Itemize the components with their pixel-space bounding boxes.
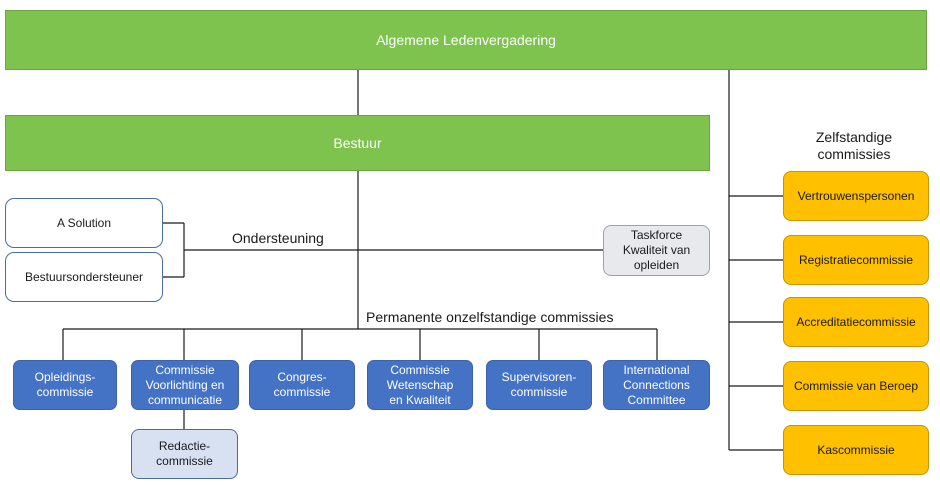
permanent-commission-opleidingscommissie: Opleidings-commissie — [13, 360, 117, 410]
permanent-commission-label: Supervisoren-commissie — [501, 370, 577, 399]
support-box-a-solution: A Solution — [5, 198, 163, 248]
support-group-label: Ondersteuning — [232, 230, 324, 246]
independent-commission-kascommissie: Kascommissie — [783, 425, 929, 475]
permanent-commission-label: Congres-commissie — [273, 370, 331, 399]
support-label-a-solution: A Solution — [56, 215, 112, 230]
independent-commission-registratiecommissie: Registratiecommissie — [783, 235, 929, 285]
permanent-commission-label: Opleidings-commissie — [34, 370, 96, 399]
permanent-commission-supervisorencommissie: Supervisoren-commissie — [486, 360, 592, 410]
permanent-commission-label: Commissie Voorlichting en communicatie — [145, 362, 225, 407]
permanent-commission-congrescommissie: Congres-commissie — [249, 360, 355, 410]
independent-commission-accreditatiecommissie: Accreditatiecommissie — [783, 297, 929, 347]
board-label: Bestuur — [333, 134, 382, 151]
independent-commission-label: Accreditatiecommissie — [796, 314, 916, 329]
sub-commission-label: Redactie-commissie — [156, 439, 213, 468]
independent-commission-vertrouwenspersonen: Vertrouwenspersonen — [783, 171, 929, 221]
permanent-group-label: Permanente onzelfstandige commissies — [366, 309, 614, 325]
support-label-bestuursondersteuner: Bestuursondersteuner — [24, 269, 144, 284]
permanent-commission-voorlichting: Commissie Voorlichting en communicatie — [131, 360, 239, 410]
permanent-commission-international-connections: International Connections Committee — [603, 360, 710, 410]
independent-commission-label: Kascommissie — [817, 442, 895, 457]
permanent-commission-wetenschap: Commissie Wetenschap en Kwaliteit — [367, 360, 473, 410]
support-box-bestuursondersteuner: Bestuursondersteuner — [5, 252, 163, 302]
board-box: Bestuur — [5, 115, 710, 171]
permanent-commission-label: Commissie Wetenschap en Kwaliteit — [386, 362, 454, 407]
independent-group-label: Zelfstandige commissies — [815, 129, 893, 162]
permanent-commission-label: International Connections Committee — [623, 362, 690, 407]
independent-commission-label: Registratiecommissie — [798, 252, 914, 267]
independent-commission-label: Vertrouwenspersonen — [797, 188, 915, 203]
independent-commission-label: Commissie van Beroep — [793, 378, 919, 393]
sub-commission-redactiecommissie: Redactie-commissie — [131, 429, 238, 479]
independent-commission-van-beroep: Commissie van Beroep — [783, 361, 929, 411]
taskforce-label: Taskforce Kwaliteit van opleiden — [622, 228, 691, 272]
general-assembly-box: Algemene Ledenvergadering — [5, 10, 927, 70]
general-assembly-label: Algemene Ledenvergadering — [376, 31, 556, 48]
taskforce-box: Taskforce Kwaliteit van opleiden — [603, 225, 710, 276]
